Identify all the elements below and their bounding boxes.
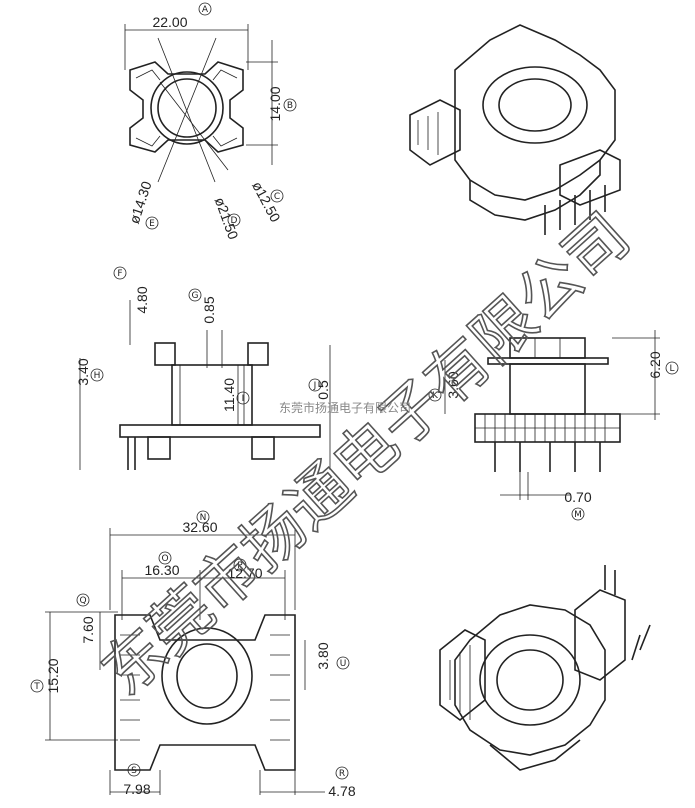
dim-n-value: 32.60 [182, 519, 217, 535]
dim-k-label: K [432, 391, 439, 401]
dim-k-value: 3.60 [445, 371, 461, 398]
dim-c-label: C [274, 192, 280, 202]
dim-p-label: P [237, 561, 243, 571]
top-view [124, 24, 278, 183]
dim-m-label: M [574, 510, 582, 520]
dim-i-value: 11.40 [221, 378, 237, 412]
dim-a-value: 22.00 [152, 14, 187, 30]
dim-f-label: F [117, 269, 122, 279]
dim-r-label: R [339, 769, 345, 779]
dim-s-value: 7.98 [123, 781, 150, 797]
dim-b-label: B [287, 101, 293, 111]
dim-m-value: 0.70 [564, 489, 591, 505]
dim-u-label: U [340, 659, 347, 669]
dim-j-label: J [313, 381, 317, 391]
dim-t-value: 15.20 [45, 658, 61, 693]
dim-a-label: A [202, 5, 209, 15]
dim-g-value: 0.85 [201, 296, 217, 323]
dim-r-value: 4.78 [328, 783, 355, 799]
side-view [444, 330, 660, 500]
watermark-large: 东莞市扬通电子有限公司 [88, 199, 644, 710]
isometric-view-top [409, 24, 621, 235]
dim-h-label: H [94, 371, 101, 381]
dim-o-label: O [161, 554, 168, 564]
dim-g-label: G [192, 291, 199, 301]
dim-n-label: N [200, 513, 207, 523]
dim-l-label: L [669, 364, 674, 374]
isometric-view-bottom [439, 565, 651, 771]
dim-d-label: D [231, 216, 238, 226]
dim-q-label: Q [79, 596, 86, 606]
dim-u-value: 3.80 [315, 642, 331, 669]
dim-s-label: S [131, 766, 137, 776]
dim-t-label: T [33, 682, 40, 692]
dim-o-value: 16.30 [144, 562, 179, 578]
dim-h-value: 3.40 [75, 358, 91, 385]
dim-i-label: I [242, 394, 245, 404]
front-view [79, 300, 331, 470]
dim-l-value: 6.20 [647, 351, 663, 378]
dim-q-value: 7.60 [80, 616, 96, 643]
dim-b-value: 14.00 [267, 86, 283, 121]
dim-p-value: 12.70 [227, 565, 262, 581]
dim-j-value: 0.5 [315, 380, 331, 400]
dim-e-label: E [149, 219, 155, 229]
dim-f-value: 4.80 [134, 286, 150, 313]
watermark-small: 东莞市扬通电子有限公司 [279, 400, 411, 415]
bottom-view [45, 528, 325, 795]
